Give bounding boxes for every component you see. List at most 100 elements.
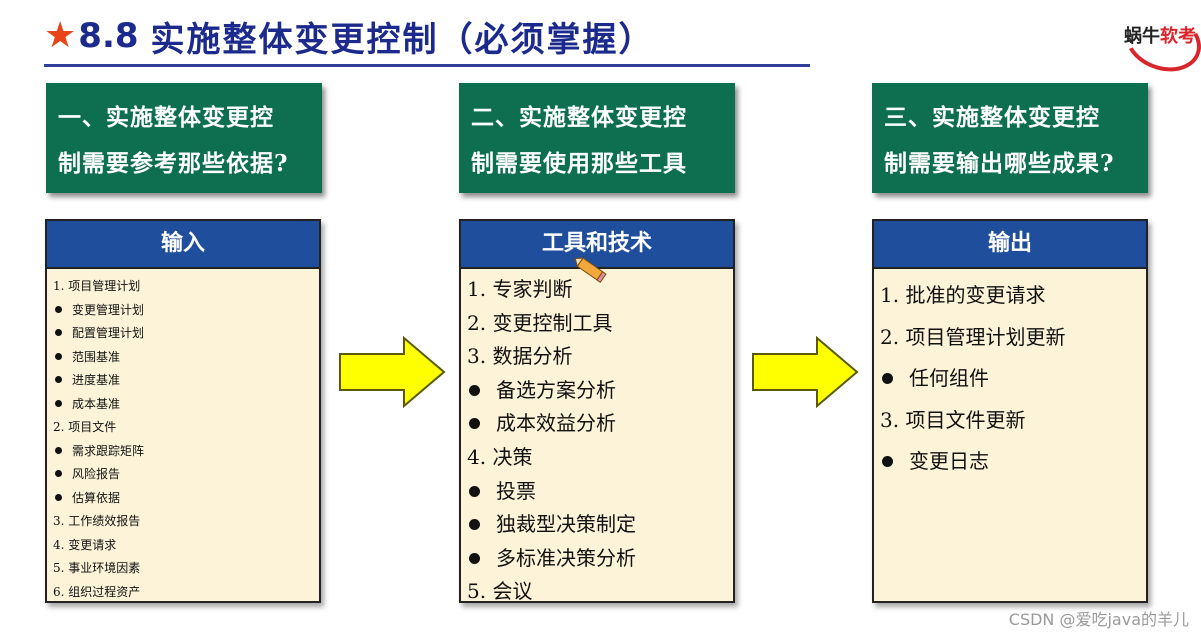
list-item-text: 5. 事业环境因素: [53, 561, 140, 575]
list-item-text: 3. 数据分析: [467, 344, 572, 368]
list-item-text: 范围基准: [72, 350, 120, 364]
list-item-text: 备选方案分析: [496, 378, 616, 402]
question-box-tools: 二、实施整体变更控 制需要使用那些工具: [459, 83, 735, 193]
arrow-right-icon: [751, 336, 861, 408]
list-item-text: 5. 会议: [467, 579, 532, 603]
outputs-panel: 输出 1. 批准的变更请求 2. 项目管理计划更新任何组件 3. 项目文件更新变更日…: [872, 219, 1148, 603]
list-item: 需求跟踪矩阵: [53, 440, 319, 464]
list-item: 范围基准: [53, 346, 319, 370]
list-item: 3. 数据分析: [467, 340, 733, 374]
list-item-text: 成本基准: [72, 397, 120, 411]
bullet-icon: [469, 553, 480, 564]
list-item-text: 4. 决策: [467, 445, 532, 469]
question-line2: 制需要使用那些工具: [471, 141, 725, 187]
list-item: 2. 变更控制工具: [467, 307, 733, 341]
list-item: 3. 项目文件更新: [880, 400, 1146, 442]
list-item-text: 进度基准: [72, 373, 120, 387]
list-item-text: 4. 变更请求: [53, 538, 116, 552]
inputs-list: 1. 项目管理计划变更管理计划配置管理计划范围基准进度基准成本基准 2. 项目文件…: [47, 269, 319, 604]
outputs-list: 1. 批准的变更请求 2. 项目管理计划更新任何组件 3. 项目文件更新变更日志: [874, 269, 1146, 483]
bullet-icon: [55, 447, 62, 454]
arrow-right-icon: [338, 336, 448, 408]
list-item-text: 变更管理计划: [72, 303, 144, 317]
list-item-text: 1. 项目管理计划: [53, 279, 140, 293]
star-icon: ★: [44, 18, 76, 54]
bullet-icon: [55, 353, 62, 360]
title-underline: [44, 64, 810, 67]
logo-text-part1: 蜗牛: [1124, 26, 1160, 47]
list-item-text: 2. 项目文件: [53, 420, 116, 434]
bullet-icon: [55, 329, 62, 336]
bullet-icon: [469, 519, 480, 530]
list-item-text: 2. 变更控制工具: [467, 311, 612, 335]
pencil-cursor-icon: [570, 255, 610, 283]
question-line1: 二、实施整体变更控: [471, 95, 725, 141]
list-item: 变更管理计划: [53, 299, 319, 323]
list-item: 5. 事业环境因素: [53, 557, 319, 581]
bullet-icon: [469, 418, 480, 429]
list-item: 风险报告: [53, 463, 319, 487]
list-item: 1. 批准的变更请求: [880, 275, 1146, 317]
list-item-text: 多标准决策分析: [496, 546, 636, 570]
list-item-text: 独裁型决策制定: [496, 512, 636, 536]
logo-text-part2: 软考: [1160, 26, 1196, 47]
bullet-icon: [469, 385, 480, 396]
watermark: CSDN @爱吃java的羊儿: [1009, 606, 1189, 630]
list-item-text: 风险报告: [72, 467, 120, 481]
brand-logo: 蜗牛软考: [1118, 4, 1198, 70]
list-item-text: 需求跟踪矩阵: [72, 444, 144, 458]
bullet-icon: [55, 306, 62, 313]
list-item: 2. 项目管理计划更新: [880, 317, 1146, 359]
question-line2: 制需要输出哪些成果?: [884, 141, 1138, 187]
list-item-text: 3. 项目文件更新: [880, 408, 1025, 432]
list-item-text: 任何组件: [909, 366, 989, 390]
list-item: 3. 工作绩效报告: [53, 510, 319, 534]
list-item: 投票: [467, 475, 733, 509]
list-item: 成本效益分析: [467, 407, 733, 441]
list-item-text: 估算依据: [72, 491, 120, 505]
list-item: 独裁型决策制定: [467, 508, 733, 542]
inputs-panel: 输入 1. 项目管理计划变更管理计划配置管理计划范围基准进度基准成本基准 2. 项…: [45, 219, 321, 603]
list-item: 成本基准: [53, 393, 319, 417]
list-item: 多标准决策分析: [467, 542, 733, 576]
list-item: 变更日志: [880, 441, 1146, 483]
bullet-icon: [469, 486, 480, 497]
list-item: 进度基准: [53, 369, 319, 393]
title-text: 实施整体变更控制（必须掌握）: [151, 12, 655, 61]
question-line1: 三、实施整体变更控: [884, 95, 1138, 141]
list-item-text: 3. 工作绩效报告: [53, 514, 140, 528]
question-box-inputs: 一、实施整体变更控 制需要参考那些依据?: [46, 83, 322, 193]
bullet-icon: [55, 400, 62, 407]
question-box-outputs: 三、实施整体变更控 制需要输出哪些成果?: [872, 83, 1148, 193]
list-item-text: 配置管理计划: [72, 326, 144, 340]
list-item-text: 2. 项目管理计划更新: [880, 325, 1065, 349]
question-line1: 一、实施整体变更控: [58, 95, 312, 141]
list-item-text: 投票: [496, 479, 536, 503]
list-item: 4. 决策: [467, 441, 733, 475]
list-item: 估算依据: [53, 487, 319, 511]
list-item: 5. 会议: [467, 575, 733, 609]
list-item-text: 成本效益分析: [496, 411, 616, 435]
tools-list: 1. 专家判断 2. 变更控制工具 3. 数据分析备选方案分析成本效益分析 4. 决策…: [461, 269, 733, 609]
bullet-icon: [55, 494, 62, 501]
list-item-text: 6. 组织过程资产: [53, 585, 140, 599]
list-item: 1. 项目管理计划: [53, 275, 319, 299]
page-title: ★ 8.8 实施整体变更控制（必须掌握）: [44, 10, 655, 62]
bullet-icon: [882, 456, 893, 467]
list-item: 2. 项目文件: [53, 416, 319, 440]
bullet-icon: [882, 373, 893, 384]
list-item: 配置管理计划: [53, 322, 319, 346]
section-number: 8.8: [78, 16, 138, 56]
list-item: 备选方案分析: [467, 374, 733, 408]
list-item-text: 1. 批准的变更请求: [880, 283, 1045, 307]
list-item: 6. 组织过程资产: [53, 581, 319, 605]
inputs-header: 输入: [47, 221, 319, 269]
list-item: 任何组件: [880, 358, 1146, 400]
question-line2: 制需要参考那些依据?: [58, 141, 312, 187]
outputs-header: 输出: [874, 221, 1146, 269]
bullet-icon: [55, 376, 62, 383]
list-item-text: 1. 专家判断: [467, 277, 572, 301]
bullet-icon: [55, 470, 62, 477]
list-item: 4. 变更请求: [53, 534, 319, 558]
list-item-text: 变更日志: [909, 449, 989, 473]
